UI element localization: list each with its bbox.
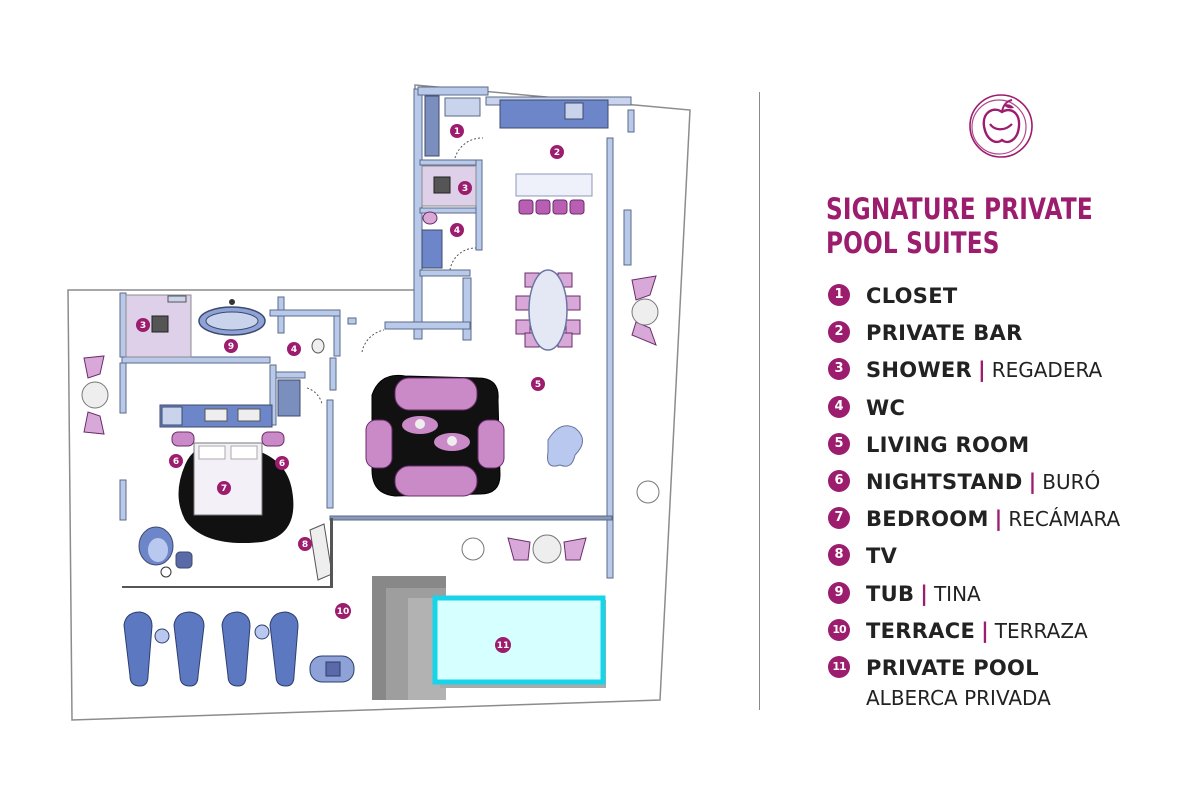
divider — [759, 92, 760, 710]
legend-number: 7 — [828, 507, 850, 530]
legend-label: BEDROOM — [866, 507, 989, 532]
legend-label: CLOSET — [866, 284, 958, 308]
dining-set — [515, 269, 581, 351]
bed — [171, 431, 294, 544]
right-lounge — [631, 275, 660, 504]
legend-number: 4 — [828, 395, 850, 418]
plan-marker-1: 1 — [450, 124, 464, 138]
terrace-loungers — [123, 611, 355, 687]
legend-label: PRIVATE POOL — [866, 655, 1039, 680]
legend-number: 1 — [828, 284, 850, 306]
legend-label-spanish: TINA — [933, 581, 981, 606]
legend-label: LIVING ROOM — [866, 432, 1030, 457]
legend-label: PRIVATE BAR — [866, 321, 1023, 346]
svg-text:6: 6 — [173, 457, 179, 467]
legend-label-spanish: BURÓ — [1042, 469, 1101, 494]
left-lounge — [81, 355, 109, 435]
plan-marker-8: 8 — [298, 537, 312, 551]
legend-label-spanish: ALBERCA PRIVADA — [866, 685, 1051, 710]
svg-text:9: 9 — [228, 342, 234, 352]
svg-text:7: 7 — [221, 484, 227, 494]
floor-plan: 1 2 3 3 4 4 5 6 6 7 8 9 10 11 — [67, 84, 691, 721]
plan-marker-11: 11 — [495, 637, 511, 653]
plan-marker-10: 10 — [335, 603, 351, 619]
svg-text:10: 10 — [337, 607, 350, 617]
plan-marker-6: 6 — [275, 456, 289, 470]
pool — [372, 576, 606, 700]
plan-marker-7: 7 — [217, 481, 231, 495]
vanity — [159, 379, 301, 428]
plan-marker-6: 6 — [169, 454, 183, 468]
apple-swirl-logo — [969, 94, 1033, 158]
mid-lounge — [461, 534, 587, 564]
legend-number: 2 — [828, 321, 850, 344]
legend-number: 3 — [828, 358, 850, 381]
lower-bath — [125, 294, 385, 405]
legend-label-spanish: TERRAZA — [994, 618, 1088, 643]
plan-marker-3: 3 — [136, 318, 150, 332]
legend-label: NIGHTSTAND — [866, 469, 1023, 494]
plan-marker-3: 3 — [458, 181, 472, 195]
number-markers: 1 2 3 3 4 4 5 6 6 7 8 9 10 11 — [136, 124, 564, 653]
svg-text:5: 5 — [535, 380, 541, 390]
suite-title: SIGNATURE PRIVATE POOL SUITES — [826, 192, 1093, 260]
legend-label: TV — [866, 544, 898, 569]
legend-label-spanish: REGADERA — [991, 358, 1103, 383]
svg-text:4: 4 — [291, 345, 297, 355]
closet — [424, 95, 484, 159]
living-set — [365, 374, 583, 497]
legend-number: 8 — [828, 544, 850, 567]
plan-marker-2: 2 — [550, 145, 564, 159]
legend-number: 11 — [828, 655, 850, 678]
legend-label: SHOWER — [866, 358, 973, 383]
legend-number: 10 — [828, 618, 850, 641]
private-bar — [499, 99, 609, 215]
legend-label: WC — [866, 395, 906, 420]
legend-label-spanish: RECÁMARA — [1008, 507, 1121, 532]
plan-marker-4: 4 — [450, 223, 464, 237]
legend-number: 9 — [828, 581, 850, 604]
legend-label: TERRACE — [866, 618, 976, 643]
plan-marker-9: 9 — [224, 339, 238, 353]
svg-text:1: 1 — [454, 127, 460, 137]
legend-number: 6 — [828, 469, 850, 492]
svg-text:8: 8 — [302, 540, 308, 550]
svg-text:3: 3 — [140, 321, 146, 331]
svg-text:2: 2 — [554, 148, 560, 158]
svg-text:3: 3 — [462, 184, 468, 194]
lower-walls — [119, 292, 613, 521]
svg-text:11: 11 — [497, 641, 510, 651]
svg-text:4: 4 — [454, 226, 460, 236]
bedroom-lounge — [122, 518, 333, 588]
svg-text:6: 6 — [279, 459, 285, 469]
legend-number: 5 — [828, 432, 850, 455]
legend-label: TUB — [866, 581, 915, 606]
plan-marker-4: 4 — [287, 342, 301, 356]
plan-marker-5: 5 — [531, 377, 545, 391]
